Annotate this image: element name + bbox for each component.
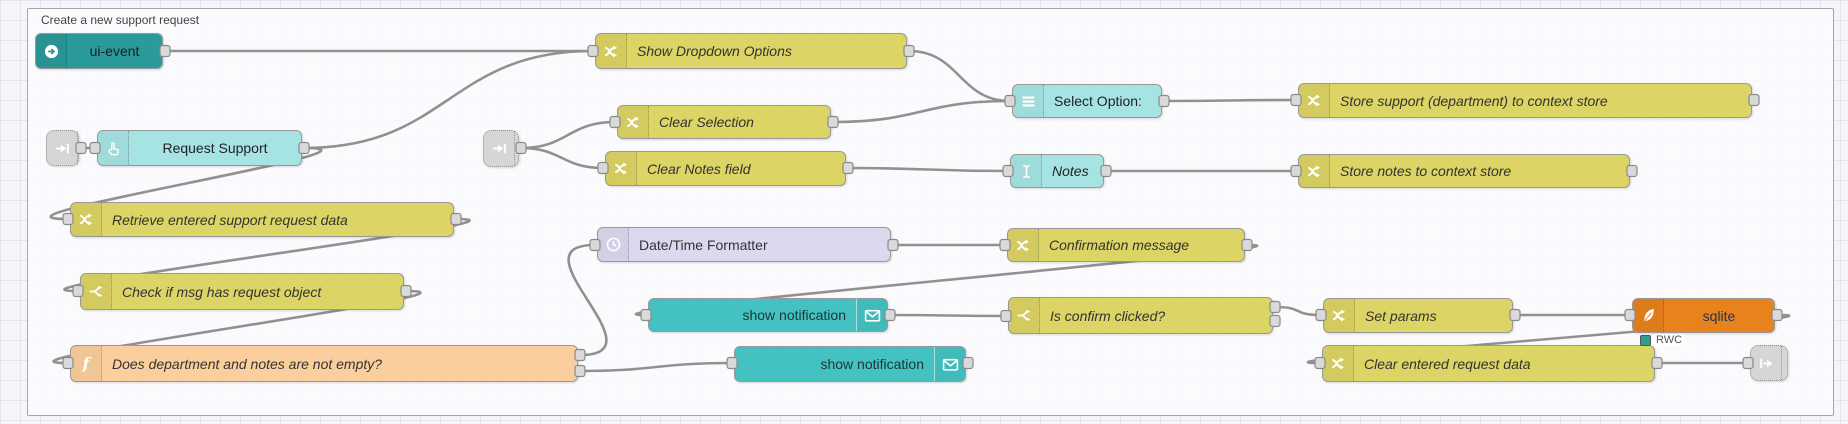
node-store-support[interactable]: Store support (department) to context st…: [1298, 83, 1752, 118]
status-text: RWC: [1654, 334, 1685, 346]
envelope-icon: [856, 299, 887, 331]
hand-pointer-icon: [98, 131, 129, 165]
change-icon: [596, 34, 627, 68]
switch-icon: [1009, 298, 1040, 333]
node-label: show notification: [820, 356, 924, 372]
node-label: Select Option:: [1054, 93, 1142, 109]
node-label: Clear Selection: [659, 114, 754, 130]
node-clear-selection[interactable]: Clear Selection: [617, 105, 831, 139]
node-label: Store notes to context store: [1340, 163, 1512, 179]
node-is-confirm[interactable]: Is confirm clicked?: [1008, 297, 1273, 334]
change-icon: [71, 203, 102, 236]
group-label: Create a new support request: [41, 13, 200, 27]
node-function-check[interactable]: f Does department and notes are not empty…: [70, 345, 578, 382]
node-store-notes[interactable]: Store notes to context store: [1298, 154, 1630, 188]
feather-icon: [1633, 299, 1664, 332]
node-label: ui-event: [89, 43, 140, 59]
node-retrieve[interactable]: Retrieve entered support request data: [70, 202, 454, 237]
status-dot-icon: [1640, 334, 1651, 346]
node-set-params[interactable]: Set params: [1323, 298, 1513, 333]
node-label: Does department and notes are not empty?: [112, 355, 383, 372]
node-label: sqlite: [1702, 307, 1736, 324]
node-label: Retrieve entered support request data: [112, 211, 348, 228]
node-label: Store support (department) to context st…: [1340, 92, 1608, 109]
node-label: show notification: [742, 307, 846, 323]
node-clear-entered[interactable]: Clear entered request data: [1322, 345, 1655, 382]
node-check-request[interactable]: Check if msg has request object: [80, 273, 404, 310]
node-sqlite[interactable]: sqlite: [1632, 298, 1775, 333]
change-icon: [618, 106, 649, 138]
link-in-icon: [484, 131, 515, 166]
node-select-option[interactable]: Select Option:: [1012, 84, 1162, 118]
clock-icon: [598, 228, 629, 261]
node-notes-input[interactable]: Notes: [1010, 154, 1104, 188]
node-label: Show Dropdown Options: [637, 43, 792, 59]
node-label: Clear Notes field: [647, 160, 751, 177]
node-request-support[interactable]: Request Support: [97, 130, 302, 166]
node-label: Confirmation message: [1049, 237, 1190, 253]
change-icon: [1324, 299, 1355, 332]
change-icon: [606, 152, 637, 185]
node-ui-event[interactable]: ui-event: [35, 33, 163, 69]
link-in-icon: [47, 131, 78, 165]
node-label: Date/Time Formatter: [639, 236, 768, 253]
menu-icon: [1013, 85, 1044, 117]
link-out-icon: [1751, 346, 1782, 380]
node-show-dropdown[interactable]: Show Dropdown Options: [595, 33, 907, 69]
change-icon: [1299, 155, 1330, 187]
envelope-icon: [934, 347, 965, 381]
node-label: Notes: [1052, 163, 1089, 179]
sqlite-status: RWC: [1640, 334, 1685, 346]
node-link-in-1[interactable]: [46, 130, 79, 166]
change-icon: [1008, 229, 1039, 261]
node-label: Clear entered request data: [1364, 355, 1531, 372]
node-link-out-1[interactable]: [1750, 345, 1788, 381]
change-icon: [1299, 84, 1330, 117]
node-notify-1[interactable]: show notification: [648, 298, 888, 332]
change-icon: [1323, 346, 1354, 381]
node-label: Set params: [1365, 307, 1437, 324]
node-datetime[interactable]: Date/Time Formatter: [597, 227, 891, 262]
function-icon: f: [71, 346, 102, 381]
node-label: Is confirm clicked?: [1050, 307, 1166, 324]
node-link-in-2[interactable]: [483, 130, 519, 167]
text-cursor-icon: [1011, 155, 1042, 187]
node-label: Request Support: [162, 140, 268, 156]
node-notify-2[interactable]: show notification: [734, 346, 966, 382]
node-confirmation[interactable]: Confirmation message: [1007, 228, 1245, 262]
circle-arrow-icon: [36, 34, 67, 68]
switch-icon: [81, 274, 112, 309]
node-label: Check if msg has request object: [122, 283, 322, 300]
node-clear-notes[interactable]: Clear Notes field: [605, 151, 846, 186]
